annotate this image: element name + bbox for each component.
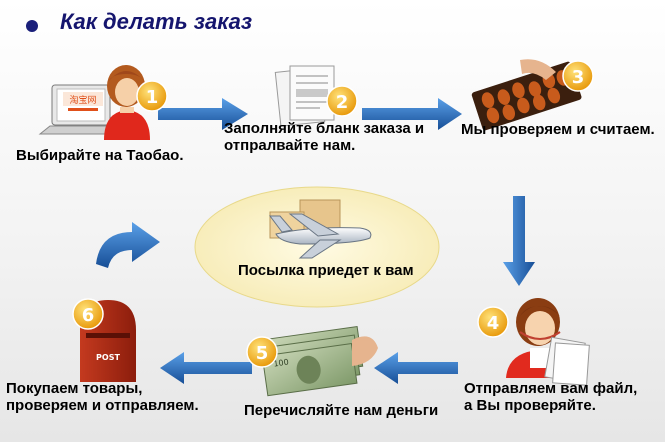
- page-title: Как делать заказ: [12, 9, 252, 41]
- step-3-number: 3: [572, 67, 585, 88]
- step-2-badge: 2: [326, 85, 358, 117]
- airplane-icon: [269, 213, 372, 259]
- step-2-label: Заполняйте бланк заказа и отпралвайте на…: [224, 120, 425, 154]
- step-3-badge: 3: [562, 60, 594, 92]
- title-bullet-icon: [26, 20, 38, 32]
- woman-icon: [104, 65, 150, 140]
- arrow-3-to-4: [503, 196, 535, 286]
- abacus-icon: [471, 59, 582, 131]
- step-4-label: Отправляем вам файл, а Вы проверяйте.: [464, 380, 638, 414]
- taobao-logo-text: 淘宝网: [69, 94, 96, 106]
- step-4-badge: 4: [477, 306, 509, 338]
- step-1-label: Выбирайте на Таобао.: [16, 147, 184, 164]
- step-5-number: 5: [256, 343, 269, 364]
- arrow-1-to-2: [158, 98, 248, 130]
- svg-text:100: 100: [273, 358, 289, 369]
- step-3-label: Мы проверяем и считаем.: [461, 121, 655, 138]
- step-6-number: 6: [82, 305, 95, 326]
- laptop-icon: 淘宝网: [38, 84, 120, 135]
- mailbox-label: POST: [96, 353, 120, 362]
- woman-with-papers-icon: [506, 298, 590, 386]
- arrow-2-to-3: [362, 98, 462, 130]
- order-forms-icon: [274, 65, 335, 127]
- center-label: Посылка приедет к вам: [238, 262, 414, 279]
- step-6-label: Покупаем товары, проверяем и отправляем.: [6, 380, 199, 414]
- step-2-number: 2: [336, 92, 349, 113]
- step-1-number: 1: [146, 87, 159, 108]
- arrow-5-to-6: [160, 352, 252, 384]
- money-icon: 100: [261, 326, 378, 397]
- arrow-4-to-5: [374, 352, 458, 384]
- title-text: Как делать заказ: [60, 9, 253, 34]
- step-6-badge: 6: [72, 298, 104, 330]
- arrow-6-to-center: [96, 222, 160, 268]
- step-5-label: Перечисляйте нам деньги: [244, 402, 439, 419]
- step-5-badge: 5: [246, 336, 278, 368]
- step-4-number: 4: [487, 313, 500, 334]
- step-1-badge: 1: [136, 80, 168, 112]
